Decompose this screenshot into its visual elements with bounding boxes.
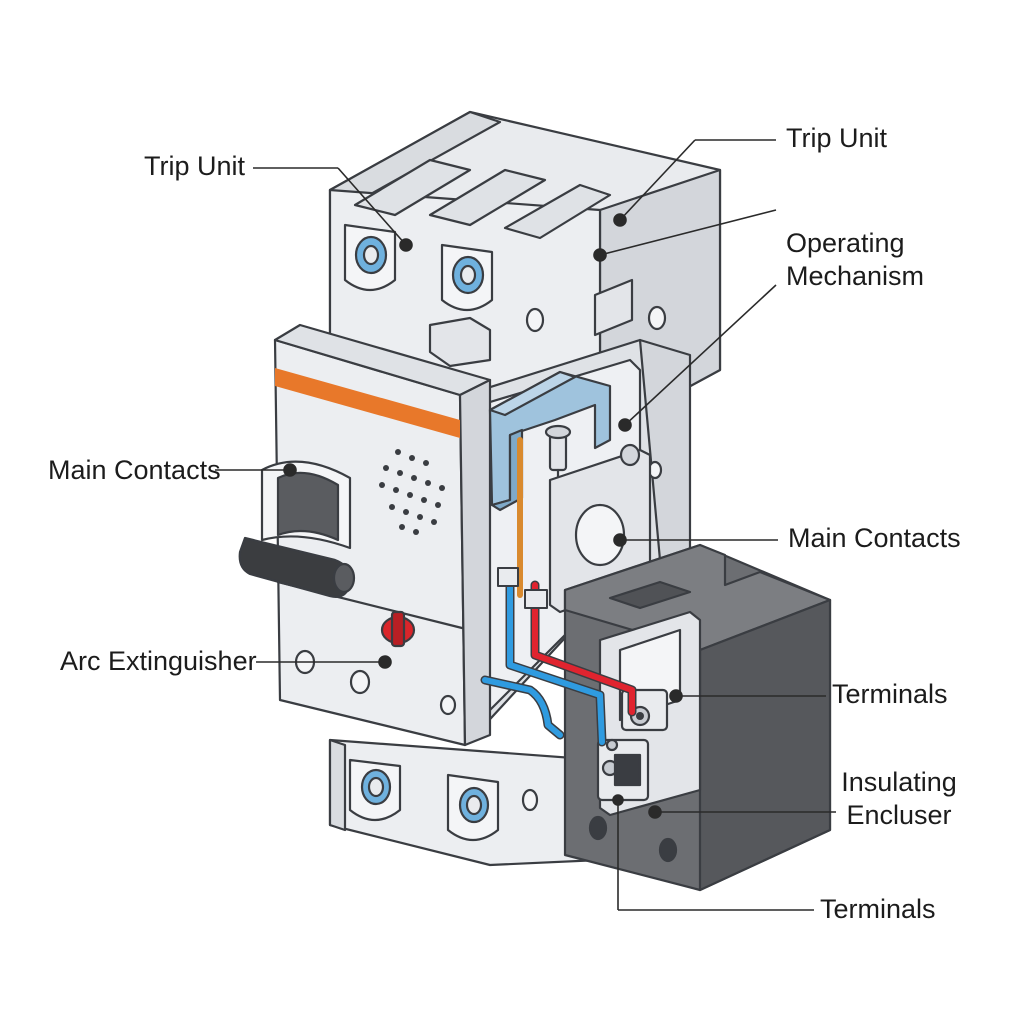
upper-terminal-screw-left [343, 223, 397, 292]
callout-main-contacts-right: Main Contacts [788, 523, 961, 553]
callout-trip-unit-right: Trip Unit [786, 123, 888, 153]
status-indicator [380, 610, 416, 648]
leader-lines [215, 139, 836, 911]
toggle-lever [238, 460, 356, 598]
wire-blue [507, 577, 605, 745]
callout-insulating-enclosure-line2: Encluser [846, 799, 952, 830]
orange-stripe [275, 368, 460, 438]
operating-mechanism [488, 370, 612, 512]
callout-arc-extinguisher: Arc Extinguisher [60, 646, 257, 676]
callout-operating-mechanism-line2: Mechanism [786, 260, 925, 291]
callout-operating-mechanism-line1: Operating [786, 228, 905, 258]
wire-blue-2 [482, 677, 563, 738]
callout-trip-unit-left: Trip Unit [144, 151, 246, 181]
wire-red [532, 582, 635, 715]
callout-terminals-right: Terminals [832, 679, 948, 709]
callout-operating-mechanism: Operating Mechanism [786, 227, 924, 293]
lower-terminal-screw-right [446, 773, 500, 842]
callout-insulating-enclosure: Insulating Encluser [836, 766, 962, 832]
vent-grille [379, 449, 445, 535]
lower-terminal-block [328, 738, 602, 867]
upper-terminal-screw-right [440, 243, 494, 312]
front-housing [238, 323, 492, 747]
callout-terminals-bottom: Terminals [820, 894, 936, 924]
terminal-connector-lower [596, 738, 650, 802]
callout-main-contacts-left: Main Contacts [48, 455, 221, 485]
callout-insulating-enclosure-line1: Insulating [841, 767, 957, 797]
lower-terminal-screw-left [348, 758, 402, 822]
wiring [480, 437, 637, 747]
